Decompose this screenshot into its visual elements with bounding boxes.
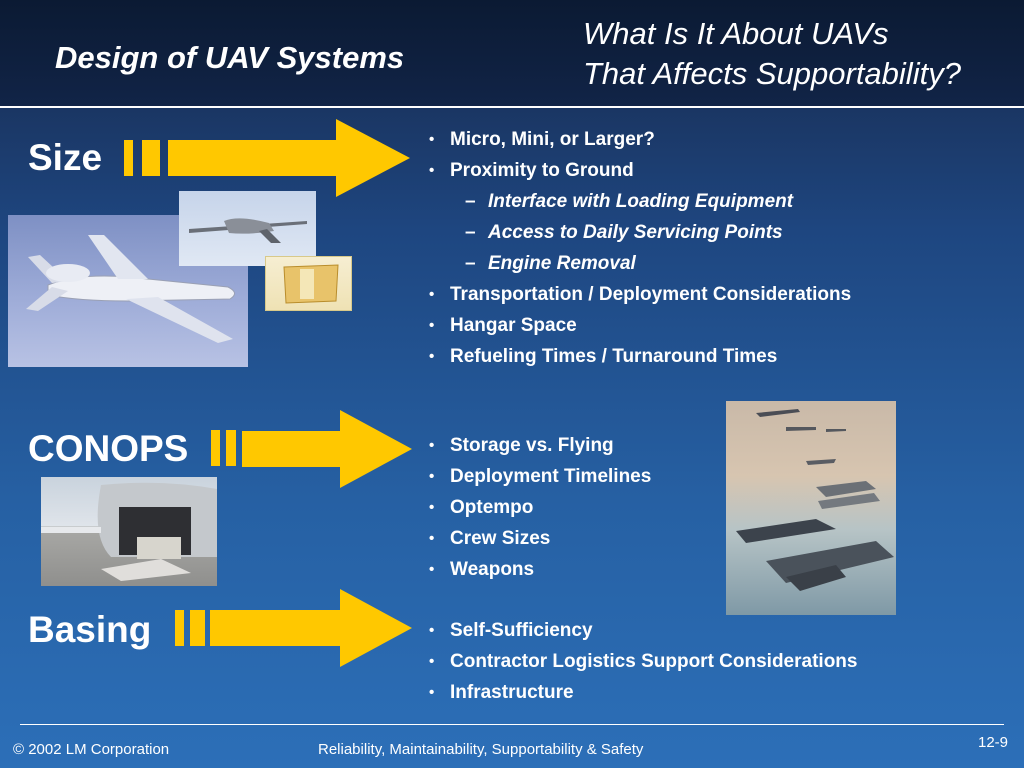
bullet-icon: •	[429, 348, 435, 365]
conops-marker-bar-2	[226, 430, 236, 466]
bullet-icon: •	[429, 561, 435, 578]
list-item: •Optempo	[425, 492, 651, 523]
bullet-icon: •	[429, 468, 435, 485]
bullet-icon: •	[429, 131, 435, 148]
conops-bullet-list: •Storage vs. Flying •Deployment Timeline…	[425, 430, 651, 585]
conops-arrow-icon	[242, 410, 412, 488]
title-bar: Design of UAV Systems What Is It About U…	[0, 0, 1024, 106]
dash-icon: –	[465, 222, 476, 243]
predator-photo	[179, 191, 316, 266]
bullet-icon: •	[429, 499, 435, 516]
size-label: Size	[28, 137, 103, 178]
list-item: •Crew Sizes	[425, 523, 651, 554]
list-item: •Micro, Mini, or Larger?	[425, 124, 851, 155]
bullet-icon: •	[429, 653, 435, 670]
sub-list-item: –Access to Daily Servicing Points	[425, 217, 851, 248]
conops-label: CONOPS	[28, 428, 189, 469]
ucav-formation-painting	[726, 401, 896, 615]
bullet-icon: •	[429, 317, 435, 334]
basing-label: Basing	[28, 609, 152, 650]
subtitle-line-1: What Is It About UAVs	[583, 16, 889, 51]
subtitle-line-2: That Affects Supportability?	[583, 56, 961, 91]
bullet-icon: •	[429, 286, 435, 303]
conops-marker-bar-1	[211, 430, 220, 466]
basing-marker-bar-2	[190, 610, 205, 646]
slide-title: Design of UAV Systems	[55, 40, 405, 75]
sub-list-item: –Engine Removal	[425, 248, 851, 279]
bullet-icon: •	[429, 437, 435, 454]
dash-icon: –	[465, 253, 476, 274]
page-number: 12-9	[978, 734, 1009, 751]
list-item: •Transportation / Deployment Considerati…	[425, 279, 851, 310]
size-arrow-icon	[168, 119, 410, 197]
header-divider	[0, 106, 1024, 108]
bullet-icon: •	[429, 530, 435, 547]
list-item: •Self-Sufficiency	[425, 615, 857, 646]
basing-marker-bar-1	[175, 610, 184, 646]
size-marker-bar-2	[142, 140, 160, 176]
list-item: •Hangar Space	[425, 310, 851, 341]
bullet-icon: •	[429, 162, 435, 179]
size-marker-bar-1	[124, 140, 133, 176]
list-item: •Storage vs. Flying	[425, 430, 651, 461]
basing-bullet-list: •Self-Sufficiency •Contractor Logistics …	[425, 615, 857, 708]
sub-list-item: –Interface with Loading Equipment	[425, 186, 851, 217]
cargo-aircraft-photo	[41, 477, 217, 586]
bullet-icon: •	[429, 684, 435, 701]
dash-icon: –	[465, 191, 476, 212]
list-item: •Infrastructure	[425, 677, 857, 708]
list-item: •Contractor Logistics Support Considerat…	[425, 646, 857, 677]
footer-copyright: © 2002 LM Corporation	[13, 741, 170, 758]
list-item: •Deployment Timelines	[425, 461, 651, 492]
micro-uav-photo	[265, 256, 352, 311]
list-item: •Weapons	[425, 554, 651, 585]
bullet-icon: •	[429, 622, 435, 639]
basing-arrow-icon	[210, 589, 412, 667]
footer-course-title: Reliability, Maintainability, Supportabi…	[318, 741, 644, 758]
footer-divider	[20, 724, 1004, 725]
list-item: •Proximity to Ground	[425, 155, 851, 186]
slide-subtitle: What Is It About UAVs That Affects Suppo…	[583, 14, 961, 94]
list-item: •Refueling Times / Turnaround Times	[425, 341, 851, 372]
size-bullet-list: •Micro, Mini, or Larger? •Proximity to G…	[425, 124, 851, 372]
